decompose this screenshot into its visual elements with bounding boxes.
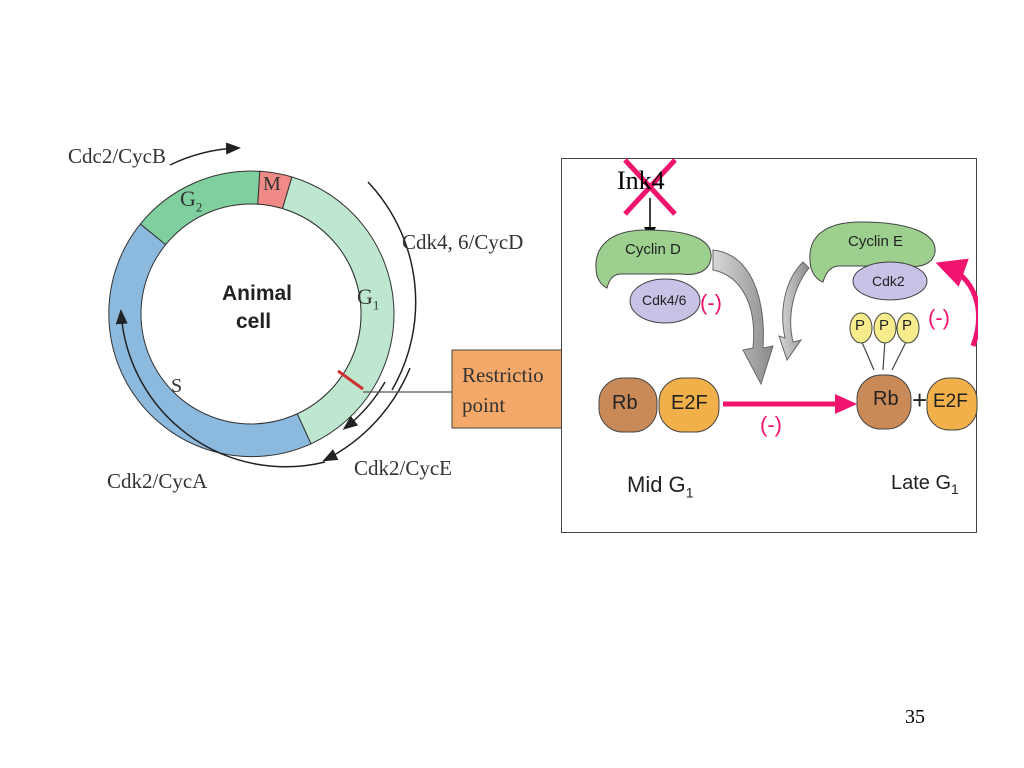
cell-cycle-diagram: [108, 142, 570, 468]
cdk2-cyce-arrow: [322, 367, 411, 462]
phase-label-s: S: [171, 375, 183, 397]
inhibition-marker-transition: (-): [760, 412, 782, 437]
grey-arrow-right: [778, 261, 810, 362]
phase-label-g2: G2: [180, 186, 203, 215]
regulation-panel: [561, 158, 977, 533]
phospho-p1-label: P: [855, 317, 866, 334]
inhibition-marker-cdk46: (-): [700, 290, 722, 315]
center-label-animal: Animal: [222, 282, 293, 305]
cdc2-cycb-arrow: [169, 142, 241, 166]
e2f-right-label: E2F: [933, 391, 968, 412]
rb-right-shape: [856, 374, 912, 430]
restriction-label-line2: point: [462, 393, 506, 417]
e2f-right-shape: [926, 377, 978, 431]
cdk46-label: Cdk4/6: [642, 292, 687, 308]
phase-label-m: M: [263, 173, 281, 195]
cdk2-shape: [852, 261, 928, 301]
rb-left-shape: [598, 377, 658, 433]
restriction-point-box: [451, 349, 570, 429]
restriction-label-line1: Restrictio: [462, 363, 544, 387]
phospho-p2: [873, 312, 897, 344]
cyclin-d-shape: [595, 229, 712, 289]
grey-arrow-left: [712, 249, 774, 386]
inhibition-marker-cdk2: (-): [928, 305, 950, 330]
phospho-p1: [849, 312, 873, 344]
cyclin-d-label: Cyclin D: [625, 241, 681, 258]
mid-g1-label: Mid G1: [627, 472, 694, 501]
phospho-p3-label: P: [902, 317, 913, 334]
label-cdc2-cycb: Cdc2/CycB: [68, 144, 166, 168]
cdk2-cyca-arrow: [115, 309, 326, 468]
rb-right-label: Rb: [873, 388, 899, 410]
label-cdk2-cyce: Cdk2/CycE: [354, 456, 452, 480]
rb-left-label: Rb: [612, 392, 638, 414]
ink4-label: Ink4: [617, 166, 665, 195]
regulation-graphics: [595, 158, 978, 433]
restriction-point-marker: [337, 369, 364, 391]
cyclin-e-label: Cyclin E: [848, 233, 904, 250]
phospho-p3: [896, 312, 920, 344]
label-cdk46-cycd: Cdk4, 6/CycD: [402, 230, 524, 254]
pink-feedback-arrow: [935, 258, 978, 347]
late-g1-label: Late G1: [891, 472, 959, 497]
page-number: 35: [905, 706, 925, 728]
phase-label-g1: G1: [357, 284, 380, 313]
cdk46-shape: [629, 278, 701, 324]
cdk46-cycd-arrow: [367, 181, 417, 391]
cdk2-label: Cdk2: [872, 273, 905, 289]
ink4-cross-line2: [623, 158, 677, 216]
center-label-cell: cell: [236, 310, 272, 333]
label-cdk2-cyca: Cdk2/CycA: [107, 469, 208, 493]
cdk2-cyce-arrow-2: [342, 381, 386, 430]
plus-label: +: [912, 385, 928, 415]
e2f-left-label: E2F: [671, 392, 708, 414]
cyclin-e-shape: [809, 221, 936, 283]
e2f-left-shape: [658, 377, 720, 433]
phospho-p2-label: P: [879, 317, 890, 334]
